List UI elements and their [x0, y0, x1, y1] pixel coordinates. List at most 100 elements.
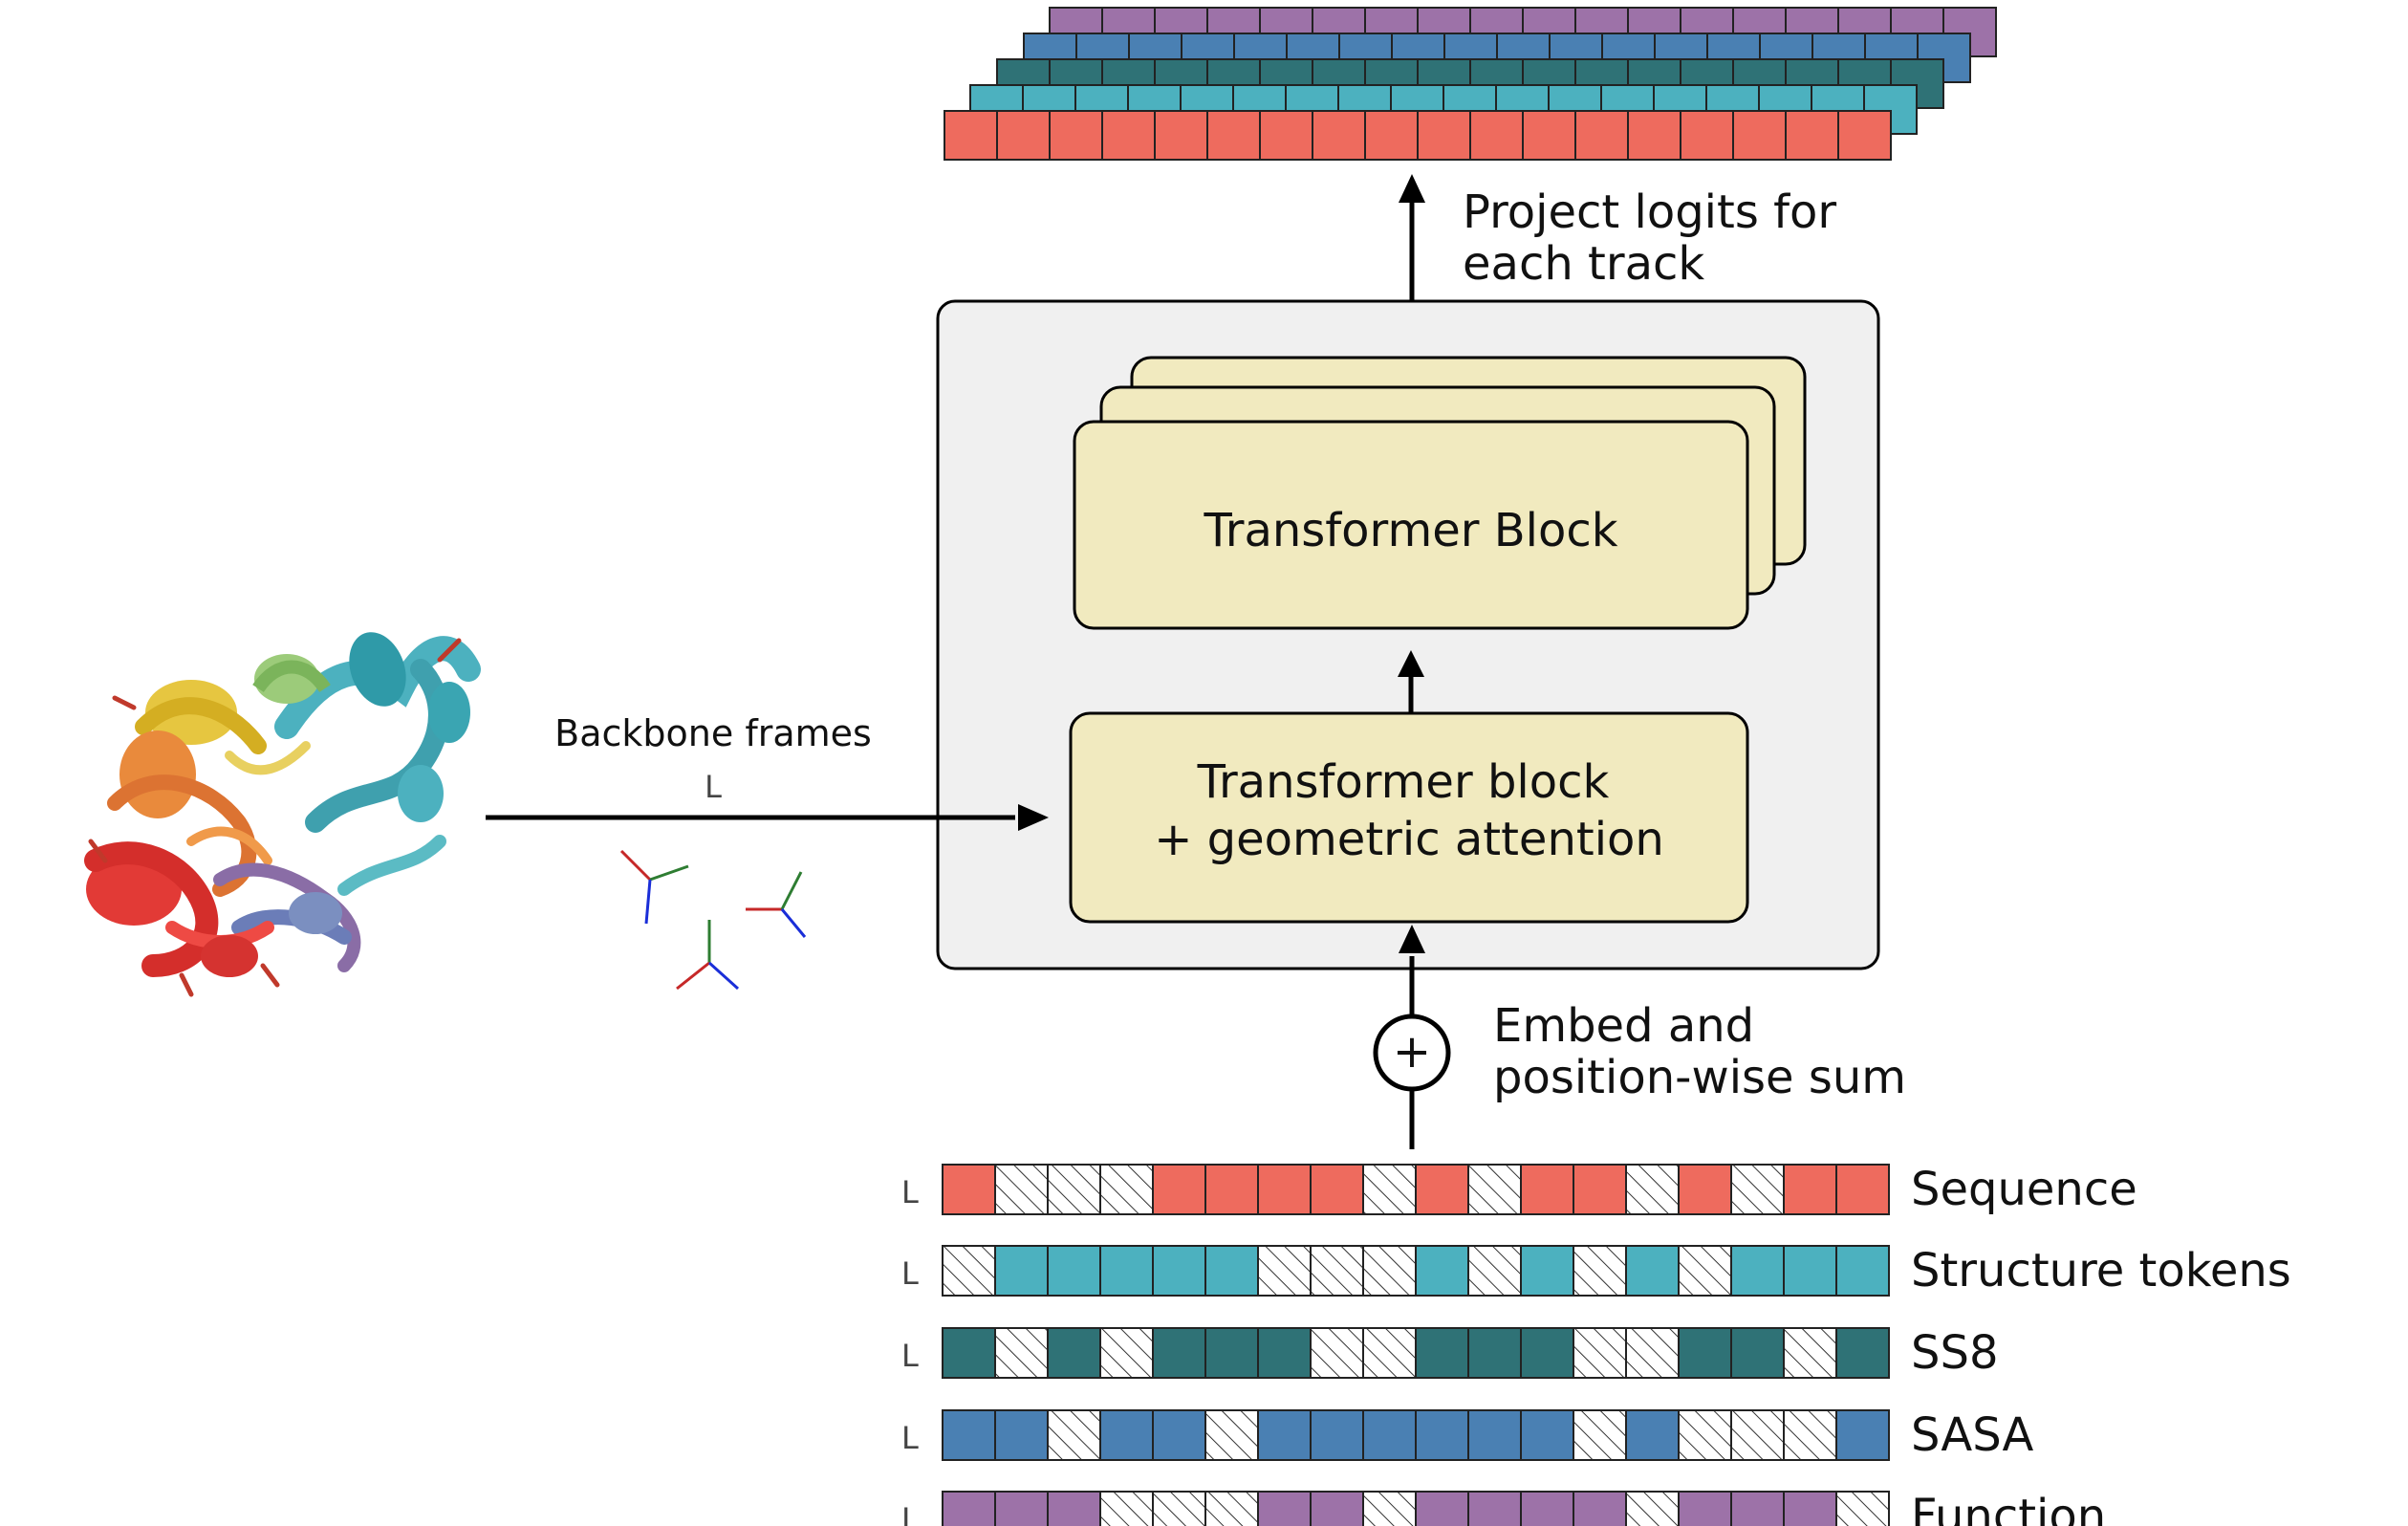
- token-cell: [1310, 1409, 1364, 1461]
- token-cell: [942, 1409, 996, 1461]
- token-cell: [1362, 1409, 1417, 1461]
- coordinate-frame-icon: [676, 920, 740, 991]
- backbone-arrow: [486, 804, 1049, 831]
- transformer-block-label: Transformer Block: [1203, 504, 1617, 557]
- coordinate-frame-icon: [746, 871, 807, 938]
- token-cell: [1520, 1409, 1574, 1461]
- token-cell: [1783, 1245, 1837, 1297]
- transformer-block-layer-front: [1073, 420, 1749, 630]
- token-cell: [994, 1245, 1049, 1297]
- coordinate-frame-icon: [619, 849, 689, 925]
- token-cell: [1152, 1327, 1206, 1379]
- track-label-sasa: SASA: [1911, 1408, 2034, 1462]
- token-cell: [1415, 1245, 1469, 1297]
- token-cell: [1520, 1327, 1574, 1379]
- token-cell: [1257, 1409, 1312, 1461]
- logit-cell: [1837, 110, 1892, 161]
- token-cell: [1783, 1164, 1837, 1215]
- token-cell: [1047, 1327, 1101, 1379]
- masked-token-cell: [1625, 1491, 1680, 1526]
- token-cell: [1520, 1164, 1574, 1215]
- token-cell: [942, 1327, 996, 1379]
- logit-cell: [1574, 110, 1629, 161]
- logit-cell: [1785, 110, 1839, 161]
- masked-token-cell: [994, 1164, 1049, 1215]
- masked-token-cell: [1362, 1327, 1417, 1379]
- geometric-block-label-line2: + geometric attention: [1154, 813, 1664, 866]
- token-cell: [1625, 1245, 1680, 1297]
- logit-cell: [1417, 110, 1471, 161]
- token-cell: [1257, 1491, 1312, 1526]
- logit-cell: [1364, 110, 1419, 161]
- masked-token-cell: [1099, 1491, 1154, 1526]
- masked-token-cell: [1204, 1491, 1259, 1526]
- masked-token-cell: [1310, 1245, 1364, 1297]
- masked-token-cell: [1152, 1491, 1206, 1526]
- token-cell: [1257, 1327, 1312, 1379]
- logit-cell: [1049, 110, 1103, 161]
- token-cell: [1520, 1245, 1574, 1297]
- token-cell: [1520, 1491, 1574, 1526]
- token-cell: [1257, 1164, 1312, 1215]
- token-cell: [1152, 1245, 1206, 1297]
- token-cell: [1152, 1164, 1206, 1215]
- transformer-block-stack: Transformer Block: [1073, 356, 1807, 630]
- logit-cell: [1680, 110, 1734, 161]
- token-cell: [1099, 1409, 1154, 1461]
- track-length-marker: L: [901, 1338, 919, 1374]
- masked-token-cell: [942, 1245, 996, 1297]
- backbone-length-marker: L: [705, 769, 722, 805]
- token-cell: [1730, 1327, 1785, 1379]
- token-cell: [1152, 1409, 1206, 1461]
- inner-arrow: [1398, 650, 1424, 712]
- token-cell: [1415, 1491, 1469, 1526]
- logit-cell: [1627, 110, 1681, 161]
- masked-token-cell: [1730, 1409, 1785, 1461]
- token-cell: [1730, 1491, 1785, 1526]
- geometric-block-box: [1069, 711, 1749, 924]
- track-length-marker: L: [901, 1501, 919, 1526]
- token-cell: [994, 1409, 1049, 1461]
- output-logits-stack: [944, 7, 1997, 161]
- masked-token-cell: [1730, 1164, 1785, 1215]
- token-cell: [1783, 1491, 1837, 1526]
- masked-token-cell: [1467, 1245, 1522, 1297]
- token-cell: [1625, 1409, 1680, 1461]
- project-logits-label-line1: Project logits for: [1463, 185, 1836, 239]
- token-cell: [1047, 1491, 1101, 1526]
- token-cell: [1835, 1164, 1890, 1215]
- logit-cell: [944, 110, 998, 161]
- logit-cell: [996, 110, 1051, 161]
- geometric-attention-block: Transformer block + geometric attention: [1069, 711, 1749, 924]
- token-cell: [1835, 1245, 1890, 1297]
- masked-token-cell: [1573, 1327, 1627, 1379]
- track-label-function: Function: [1911, 1490, 2106, 1526]
- token-cell: [1678, 1491, 1732, 1526]
- masked-token-cell: [1678, 1245, 1732, 1297]
- track-length-marker: L: [901, 1174, 919, 1210]
- project-logits-label-line2: each track: [1463, 237, 1704, 291]
- masked-token-cell: [1625, 1327, 1680, 1379]
- protein-structure-icon: [84, 632, 481, 997]
- token-cell: [1835, 1327, 1890, 1379]
- masked-token-cell: [1362, 1491, 1417, 1526]
- embed-label-line1: Embed and: [1493, 999, 1754, 1053]
- token-cell: [1204, 1164, 1259, 1215]
- token-cell: [1467, 1327, 1522, 1379]
- token-cell: [994, 1491, 1049, 1526]
- logit-cell: [1312, 110, 1366, 161]
- logit-cell: [1101, 110, 1156, 161]
- backbone-frames-label: Backbone frames: [554, 712, 872, 754]
- masked-token-cell: [1573, 1245, 1627, 1297]
- token-cell: [1310, 1491, 1364, 1526]
- masked-token-cell: [1835, 1491, 1890, 1526]
- token-cell: [1467, 1491, 1522, 1526]
- logit-cell: [1469, 110, 1524, 161]
- input-track-function: L Function: [901, 1490, 2106, 1526]
- masked-token-cell: [1310, 1327, 1364, 1379]
- token-cell: [1415, 1164, 1469, 1215]
- masked-token-cell: [1625, 1164, 1680, 1215]
